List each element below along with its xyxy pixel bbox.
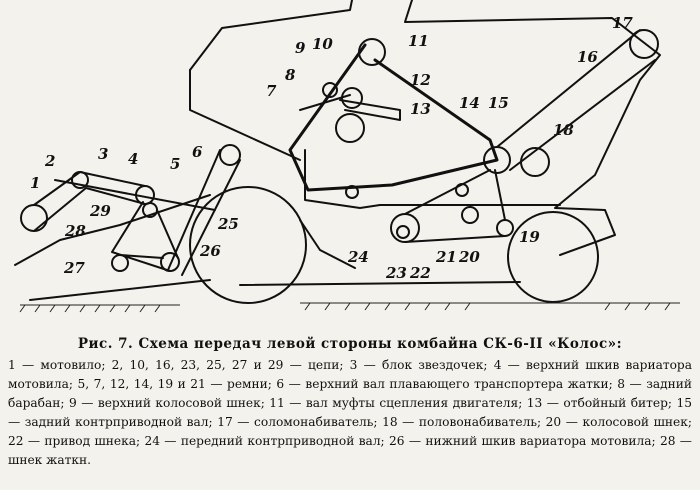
lower-belt bbox=[404, 169, 506, 243]
rear-wheel bbox=[507, 211, 599, 303]
label-16: 16 bbox=[577, 48, 598, 66]
reel-pulley bbox=[20, 204, 48, 232]
beater bbox=[341, 87, 363, 109]
variator-belt bbox=[111, 201, 179, 272]
label-24: 24 bbox=[347, 248, 369, 266]
label-3: 3 bbox=[98, 145, 108, 163]
front-wheel bbox=[189, 186, 307, 304]
reel-chain bbox=[33, 171, 146, 232]
ground-hatching bbox=[19, 302, 680, 313]
idler-2 bbox=[455, 183, 469, 197]
auger-drive bbox=[396, 225, 410, 239]
label-2: 2 bbox=[44, 152, 55, 170]
label-12: 12 bbox=[410, 71, 431, 89]
label-21: 21 bbox=[435, 248, 457, 266]
label-20: 20 bbox=[458, 248, 480, 266]
figure-caption: Рис. 7. Схема передач левой стороны комб… bbox=[8, 335, 692, 470]
label-9: 9 bbox=[295, 39, 306, 57]
upper-tailings-auger bbox=[322, 82, 338, 98]
callout-labels: 1 2 3 4 5 6 7 8 9 10 11 12 13 14 15 16 1… bbox=[30, 14, 633, 282]
conveyor-chain bbox=[167, 149, 241, 276]
label-7: 7 bbox=[266, 82, 277, 100]
label-23: 23 bbox=[385, 264, 407, 282]
label-5: 5 bbox=[170, 155, 180, 173]
label-17: 17 bbox=[612, 14, 633, 32]
label-29: 29 bbox=[89, 202, 111, 220]
straw-chopper bbox=[629, 29, 659, 59]
label-11: 11 bbox=[408, 32, 429, 50]
conveyor-upper-shaft bbox=[219, 144, 241, 166]
rear-drum bbox=[335, 113, 365, 143]
caption-title: Рис. 7. Схема передач левой стороны комб… bbox=[77, 336, 623, 352]
grain-auger bbox=[496, 219, 514, 237]
tailings-auger bbox=[461, 206, 479, 224]
label-15: 15 bbox=[488, 94, 509, 112]
transmission-diagram: 1 2 3 4 5 6 7 8 9 10 11 12 13 14 15 16 1… bbox=[14, 0, 680, 313]
label-8: 8 bbox=[285, 66, 296, 84]
label-26: 26 bbox=[199, 242, 221, 260]
combine-body-outline bbox=[189, 0, 661, 286]
main-belt bbox=[288, 43, 499, 192]
beater-belt bbox=[339, 99, 401, 121]
label-19: 19 bbox=[519, 228, 540, 246]
engine-clutch-shaft bbox=[358, 38, 386, 66]
label-13: 13 bbox=[410, 100, 431, 118]
caption-legend: 1 — мотовило; 2, 10, 16, 23, 25, 27 и 29… bbox=[8, 358, 692, 467]
label-10: 10 bbox=[312, 35, 333, 53]
chopper-belt bbox=[496, 29, 656, 171]
label-22: 22 bbox=[409, 264, 431, 282]
label-27: 27 bbox=[63, 259, 85, 277]
label-1: 1 bbox=[30, 174, 40, 192]
label-18: 18 bbox=[553, 121, 574, 139]
label-25: 25 bbox=[217, 215, 239, 233]
label-28: 28 bbox=[64, 222, 86, 240]
label-6: 6 bbox=[192, 143, 203, 161]
idler-1 bbox=[345, 185, 359, 199]
label-14: 14 bbox=[459, 94, 480, 112]
label-4: 4 bbox=[128, 150, 138, 168]
